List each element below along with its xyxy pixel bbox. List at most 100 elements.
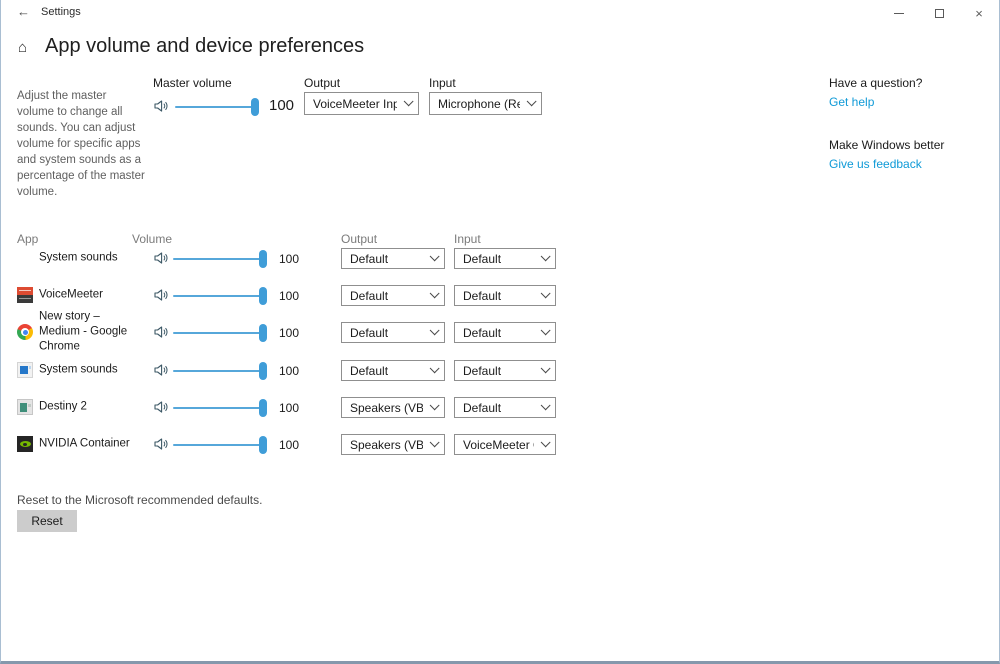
slider-thumb[interactable]: [259, 287, 267, 305]
output-value: Default: [350, 363, 389, 378]
master-volume-label: Master volume: [153, 76, 232, 90]
volume-value: 100: [279, 364, 300, 378]
app-row-destiny2: Destiny 2 100 Speakers (VB-Auc Default: [1, 395, 999, 419]
output-value: Default: [350, 325, 389, 340]
master-input-select[interactable]: Microphone (Realt...: [429, 92, 542, 115]
app-name: Destiny 2: [39, 400, 87, 413]
app-name: NVIDIA Container: [39, 437, 130, 450]
titlebar: ← Settings ×: [1, 0, 999, 26]
get-help-link[interactable]: Get help: [829, 95, 875, 109]
back-button[interactable]: ←: [17, 4, 30, 19]
input-value: Default: [463, 363, 502, 378]
chevron-down-icon: [526, 96, 537, 107]
output-value: Speakers (VB-Auc: [350, 400, 423, 415]
chevron-down-icon: [540, 325, 551, 336]
app-input-select[interactable]: VoiceMeeter Outp: [454, 434, 556, 455]
app-row-voicemeeter: VoiceMeeter 100 Default Default: [1, 283, 999, 307]
column-header-input: Input: [454, 232, 481, 246]
output-value: Speakers (VB-Auc: [350, 437, 423, 452]
chevron-down-icon: [429, 251, 440, 262]
slider-thumb[interactable]: [259, 362, 267, 380]
column-header-output: Output: [341, 232, 378, 246]
slider-thumb[interactable]: [259, 324, 267, 342]
slider-thumb[interactable]: [259, 399, 267, 417]
volume-value: 100: [279, 401, 300, 415]
system-app-icon: [17, 362, 33, 378]
page-title: App volume and device preferences: [45, 35, 365, 57]
voicemeeter-icon: [17, 287, 33, 303]
output-label: Output: [304, 76, 341, 90]
output-value: Default: [350, 288, 389, 303]
app-name: New story – Medium - Google Chrome: [39, 310, 128, 353]
slider-track[interactable]: [173, 370, 267, 372]
close-icon: ×: [975, 5, 983, 21]
app-input-select[interactable]: Default: [454, 360, 556, 381]
app-volume-slider[interactable]: [173, 287, 267, 305]
slider-track[interactable]: [173, 444, 267, 446]
app-input-select[interactable]: Default: [454, 397, 556, 418]
input-value: VoiceMeeter Outp: [463, 437, 534, 452]
master-description: Adjust the master volume to change all s…: [17, 90, 145, 198]
slider-thumb[interactable]: [259, 436, 267, 454]
input-value: Default: [463, 400, 502, 415]
speaker-icon: [153, 399, 169, 415]
app-output-select[interactable]: Speakers (VB-Auc: [341, 397, 445, 418]
app-volume-slider[interactable]: [173, 250, 267, 268]
output-value: Default: [350, 251, 389, 266]
speaker-icon: [153, 250, 169, 266]
reset-button[interactable]: Reset: [17, 510, 77, 532]
speaker-icon: [153, 362, 169, 378]
app-output-select[interactable]: Default: [341, 360, 445, 381]
slider-track[interactable]: [173, 407, 267, 409]
master-output-select[interactable]: VoiceMeeter Input...: [304, 92, 419, 115]
master-volume-slider[interactable]: [175, 98, 259, 116]
app-row-system-sounds-2: System sounds 100 Default Default: [1, 358, 999, 382]
slider-track[interactable]: [173, 258, 267, 260]
speaker-icon: [153, 287, 169, 303]
slider-thumb[interactable]: [259, 250, 267, 268]
window-title: Settings: [41, 6, 81, 18]
master-output-value: VoiceMeeter Input...: [313, 96, 397, 111]
chevron-down-icon: [540, 251, 551, 262]
input-value: Default: [463, 325, 502, 340]
app-volume-slider[interactable]: [173, 362, 267, 380]
chevron-down-icon: [540, 437, 551, 448]
maximize-button[interactable]: [919, 0, 959, 26]
volume-value: 100: [279, 326, 300, 340]
minimize-button[interactable]: [879, 0, 919, 26]
minimize-icon: [894, 12, 904, 14]
reset-description: Reset to the Microsoft recommended defau…: [17, 493, 263, 507]
speaker-icon: [153, 324, 169, 340]
have-a-question-label: Have a question?: [829, 76, 923, 90]
chevron-down-icon: [429, 400, 440, 411]
slider-track[interactable]: [173, 295, 267, 297]
app-output-select[interactable]: Default: [341, 248, 445, 269]
app-volume-slider[interactable]: [173, 324, 267, 342]
volume-value: 100: [279, 289, 300, 303]
column-header-volume: Volume: [132, 232, 173, 246]
app-input-select[interactable]: Default: [454, 248, 556, 269]
app-input-select[interactable]: Default: [454, 322, 556, 343]
input-label: Input: [429, 76, 456, 90]
app-input-select[interactable]: Default: [454, 285, 556, 306]
close-button[interactable]: ×: [959, 0, 999, 26]
app-volume-slider[interactable]: [173, 436, 267, 454]
app-row-system-sounds: System sounds 100 Default Default: [1, 246, 999, 270]
app-output-select[interactable]: Default: [341, 285, 445, 306]
app-name: System sounds: [39, 251, 118, 264]
slider-track[interactable]: [173, 332, 267, 334]
slider-thumb[interactable]: [251, 98, 259, 116]
input-value: Default: [463, 251, 502, 266]
app-row-chrome: New story – Medium - Google Chrome 100 D…: [1, 311, 999, 353]
app-output-select[interactable]: Speakers (VB-Auc: [341, 434, 445, 455]
app-output-select[interactable]: Default: [341, 322, 445, 343]
app-name: System sounds: [39, 363, 118, 376]
nvidia-icon: [17, 436, 33, 452]
app-volume-slider[interactable]: [173, 399, 267, 417]
chevron-down-icon: [540, 400, 551, 411]
slider-track[interactable]: [175, 106, 259, 108]
make-windows-better-label: Make Windows better: [829, 138, 945, 152]
give-feedback-link[interactable]: Give us feedback: [829, 157, 922, 171]
maximize-icon: [934, 8, 944, 18]
column-header-app: App: [17, 232, 39, 246]
